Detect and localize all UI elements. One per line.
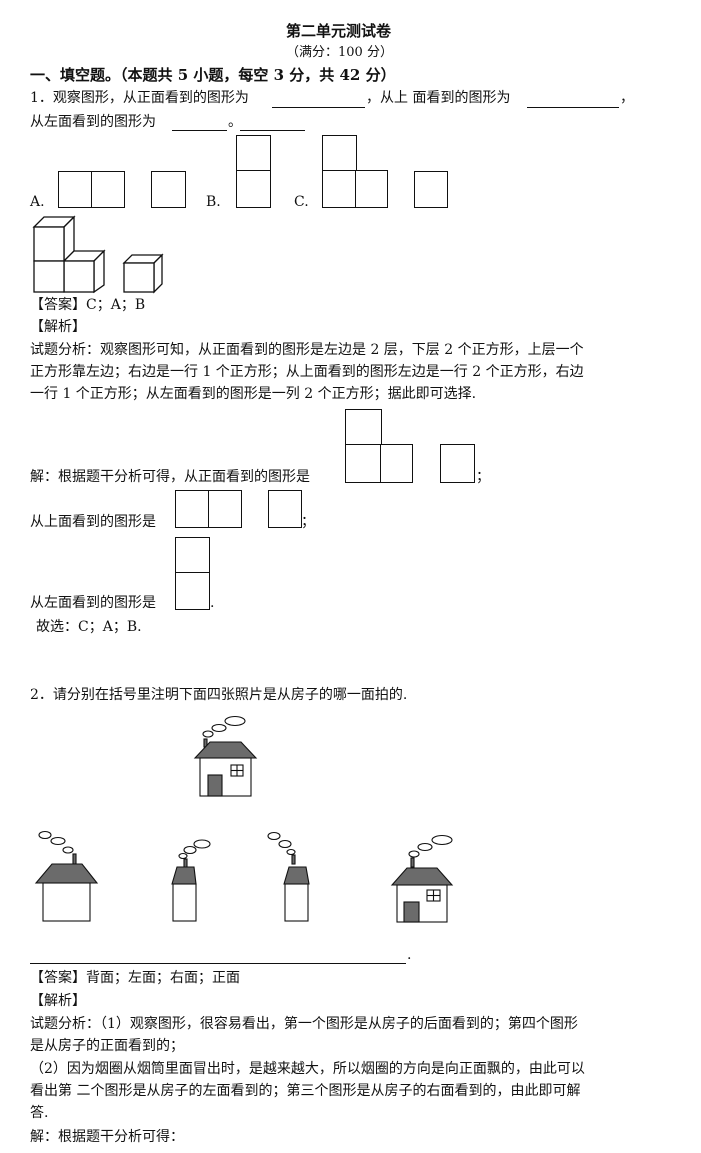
- q2-analysis-line: 是从房子的正面看到的；: [30, 1038, 184, 1054]
- q1-choice: 故选：C；A；B.: [36, 619, 142, 635]
- q1-line1-part3: ，: [620, 90, 634, 106]
- page-subtitle: （满分：100 分）: [286, 45, 393, 60]
- q1-analysis-label: 【解析】: [30, 319, 86, 335]
- q1-solution-left-end: .: [210, 595, 215, 611]
- square: [151, 171, 186, 208]
- option-c-label: C.: [294, 194, 309, 210]
- square: [236, 135, 271, 172]
- square: [355, 170, 388, 208]
- q1-blank-top[interactable]: [527, 107, 619, 108]
- q1-solution-left: 从左面看到的图形是: [30, 595, 156, 611]
- square: [236, 170, 271, 208]
- square: [208, 490, 242, 528]
- option-b-label: B.: [206, 194, 221, 210]
- square: [345, 444, 382, 483]
- q2-analysis-line: 答.: [30, 1105, 49, 1121]
- square: [322, 135, 357, 172]
- section-heading: 一、填空题。（本题共 5 小题，每空 3 分，共 42 分）: [30, 66, 396, 84]
- q1-line1-part1: 1．观察图形，从正面看到的图形为: [30, 90, 249, 106]
- q1-answer: 【答案】C；A；B: [30, 297, 146, 313]
- square: [380, 444, 413, 483]
- q2-analysis-label: 【解析】: [30, 993, 86, 1009]
- square: [414, 171, 448, 208]
- q1-line2-part1: 从左面看到的图形为: [30, 114, 156, 130]
- q1-analysis-line: 试题分析：观察图形可知，从正面看到的图形是左边是 2 层，下层 2 个正方形，上…: [30, 342, 584, 358]
- q1-blank-left[interactable]: [172, 130, 227, 131]
- square: [440, 444, 475, 483]
- square: [175, 490, 210, 528]
- q1-analysis-line: 正方形靠左边；右边是一行 1 个正方形；从上面看到的图形左边是一行 2 个正方形…: [30, 364, 584, 380]
- q1-analysis-line: 一行 1 个正方形；从左面看到的图形是一列 2 个正方形；据此即可选择.: [30, 386, 477, 402]
- option-a-label: A.: [30, 194, 45, 210]
- q2-answer: 【答案】背面；左面；右面；正面: [30, 970, 240, 986]
- house-back-view-figure: [193, 715, 258, 797]
- square: [322, 170, 357, 208]
- q1-extra-line: [240, 130, 305, 131]
- q2-answer-blank[interactable]: [30, 963, 406, 964]
- q1-line1-part2: ，从上 面看到的图形为: [366, 90, 511, 106]
- q1-blank-front[interactable]: [272, 107, 365, 108]
- cube-stack-figure: [32, 215, 164, 294]
- square: [175, 537, 210, 574]
- house-photo-4: [390, 834, 454, 923]
- house-photo-2: [171, 839, 211, 922]
- q1-solution-top: 从上面看到的图形是: [30, 514, 156, 530]
- square: [268, 490, 302, 528]
- q2-analysis-line: 试题分析：（1）观察图形，很容易看出，第一个图形是从房子的后面看到的；第四个图形: [30, 1016, 578, 1032]
- q2-question: 2．请分别在括号里注明下面四张照片是从房子的哪一面拍的.: [30, 687, 408, 703]
- q2-solution: 解：根据题干分析可得：: [30, 1129, 184, 1145]
- q1-solution-front-end: ；: [476, 469, 490, 485]
- house-photo-1: [34, 830, 99, 922]
- house-photo-3: [267, 831, 310, 922]
- q2-blank-end: .: [407, 947, 412, 963]
- square: [91, 171, 125, 208]
- square: [345, 409, 382, 446]
- q1-solution-top-end: ；: [301, 514, 315, 530]
- q2-analysis-line: （2）因为烟圈从烟筒里面冒出时，是越来越大，所以烟圈的方向是向正面飘的，由此可以: [30, 1061, 585, 1077]
- square: [175, 572, 210, 610]
- square: [58, 171, 93, 208]
- q2-analysis-line: 看出第 二个图形是从房子的左面看到的；第三个图形是从房子的右面看到的，由此即可解: [30, 1083, 581, 1099]
- q1-solution-front: 解：根据题干分析可得，从正面看到的图形是: [30, 469, 310, 485]
- page-title: 第二单元测试卷: [286, 22, 392, 40]
- q1-line2-part2: 。: [228, 114, 242, 130]
